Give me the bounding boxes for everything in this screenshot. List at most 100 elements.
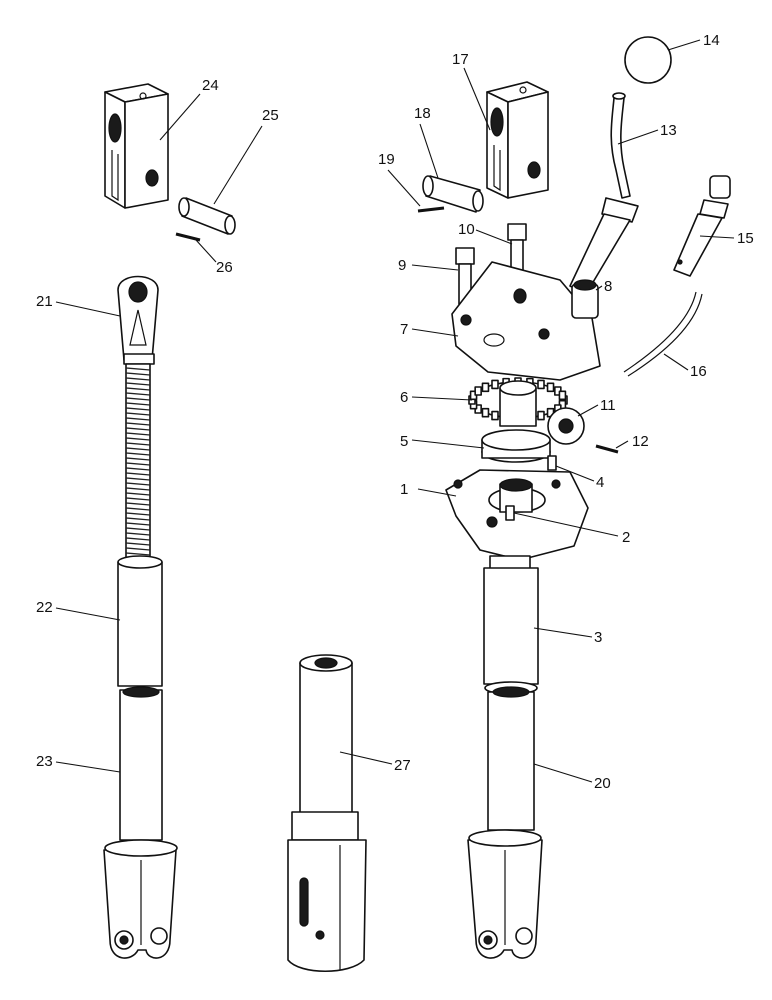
thread-line [125,432,151,436]
leader-line-20 [533,763,593,783]
thread-line [125,542,151,546]
gear-6 [468,377,568,427]
callout-labels: 1234567891011121314151617181920212223242… [36,32,754,792]
part-label-1: 1 [400,481,408,498]
thread-line [125,512,151,516]
gear-tooth [491,410,499,421]
leader-line-13 [617,129,659,145]
part-label-12: 12 [632,433,649,450]
leader-line-5 [411,439,485,449]
leader-line-19 [387,169,421,207]
leader-line-9 [411,264,459,271]
part-label-26: 26 [216,259,233,276]
thread-line [125,402,151,406]
thread-line [125,467,151,471]
leader-line-12 [615,440,629,449]
leader-line-4 [555,465,595,482]
pin-12 [595,444,619,454]
thread-line [125,377,151,381]
thread-line [125,387,151,391]
part-label-14: 14 [703,32,720,49]
handle-15 [673,175,731,277]
part-label-24: 24 [202,77,219,94]
thread-line [125,427,151,431]
leader-line-18 [419,123,439,179]
leader-line-23 [55,761,121,773]
thread-line [125,452,151,456]
housing-base-1 [445,469,589,561]
gear-tooth [481,382,490,393]
gear-tooth [558,390,567,401]
clevis-block-24 [104,83,169,209]
leader-line-26 [195,239,217,263]
thread-line [125,487,151,491]
part-label-21: 21 [36,293,53,310]
leader-line-22 [55,607,121,621]
leader-line-14 [667,39,701,51]
leader-line-6 [411,396,473,401]
part-label-10: 10 [458,221,475,238]
thread-line [125,372,151,376]
leader-line-27 [339,751,393,765]
part-label-3: 3 [594,629,602,646]
lower-link-27 [287,654,367,973]
pin-25 [178,197,236,235]
thread-line [125,437,151,441]
leader-line-11 [577,404,599,417]
knob-14 [624,36,672,84]
part-label-27: 27 [394,757,411,774]
part-label-4: 4 [596,474,604,491]
part-label-13: 13 [660,122,677,139]
gear-tooth [474,386,482,396]
leader-line-24 [159,93,201,141]
pinion-11 [547,407,585,445]
cotter-pin-26 [175,232,201,242]
thread-line [125,407,151,411]
thread-line [125,367,151,371]
thread-line [125,497,151,501]
housing-cover-7 [451,261,601,381]
thread-line [125,552,151,556]
part-label-18: 18 [414,105,431,122]
gear-tooth [491,379,499,390]
thread-line [125,472,151,476]
rod-assembly-right [467,555,543,959]
part-label-25: 25 [262,107,279,124]
thread-line [125,477,151,481]
dowel-4 [547,455,557,471]
leader-line-15 [699,235,735,239]
lever-13 [569,92,639,295]
thread-line [125,532,151,536]
thread-line [125,442,151,446]
leader-line-17 [463,67,491,131]
leader-line-8 [595,285,603,291]
thread-line [125,447,151,451]
part-label-20: 20 [594,775,611,792]
spring-clip-16 [623,291,703,377]
leader-line-7 [411,328,459,337]
part-label-19: 19 [378,151,395,168]
thread-line [125,492,151,496]
thread-line [125,537,151,541]
gear-tooth [537,379,545,390]
thread-line [125,417,151,421]
leader-line-25 [213,125,263,205]
gear-tooth [537,410,545,421]
part-label-9: 9 [398,257,406,274]
rod-assembly-left [103,275,178,959]
leader-line-2 [513,512,619,537]
leader-line-1 [417,488,457,497]
thread-line [125,547,151,551]
pin-18 [422,175,484,213]
part-label-17: 17 [452,51,469,68]
part-label-7: 7 [400,321,408,338]
thread-line [125,517,151,521]
part-label-8: 8 [604,278,612,295]
gear-tooth [481,407,490,418]
part-label-5: 5 [400,433,408,450]
thread-line [125,522,151,526]
thread-line [125,457,151,461]
thread-line [125,422,151,426]
part-label-16: 16 [690,363,707,380]
